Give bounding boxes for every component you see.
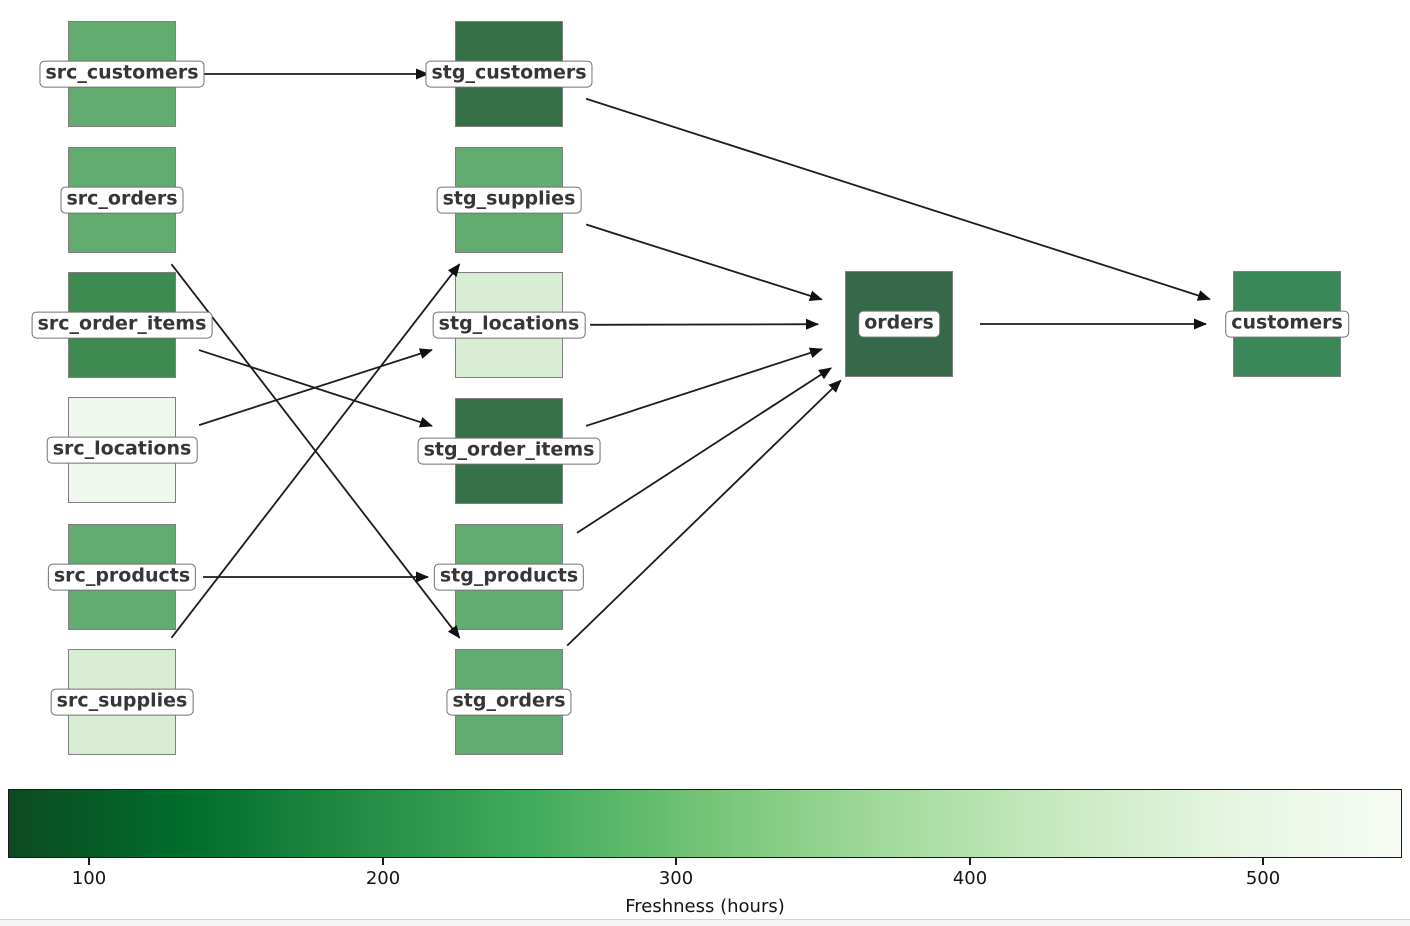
node-label-stg_customers: stg_customers	[425, 60, 593, 88]
node-label-stg_locations: stg_locations	[432, 311, 586, 339]
edge-src_locations-to-stg_locations	[198, 348, 433, 426]
bottom-strip	[0, 919, 1410, 926]
node-label-stg_supplies: stg_supplies	[436, 186, 582, 214]
edge-stg_orders-to-orders	[566, 379, 842, 647]
node-label-src_customers: src_customers	[39, 60, 205, 88]
edge-stg_customers-to-customers	[585, 97, 1211, 301]
edge-stg_locations-to-orders	[589, 318, 820, 330]
colorbar-tick-label-400: 400	[952, 868, 988, 889]
colorbar-tick-label-500: 500	[1245, 868, 1281, 889]
node-label-src_orders: src_orders	[60, 186, 184, 214]
colorbar-gradient	[8, 789, 1402, 858]
node-label-stg_order_items: stg_order_items	[417, 437, 601, 465]
node-label-orders: orders	[858, 310, 940, 338]
node-label-customers: customers	[1225, 310, 1349, 338]
colorbar-tick-label-100: 100	[71, 868, 107, 889]
edge-layer	[170, 68, 1211, 647]
colorbar-tick-400	[969, 858, 971, 865]
node-label-src_products: src_products	[47, 563, 197, 591]
colorbar-tick-100	[88, 858, 90, 865]
node-label-stg_orders: stg_orders	[446, 688, 572, 716]
node-label-stg_products: stg_products	[433, 563, 585, 591]
edge-stg_products-to-orders	[576, 367, 832, 534]
colorbar-tick-200	[382, 858, 384, 865]
edge-stg_supplies-to-orders	[585, 223, 823, 302]
colorbar-tick-label-200: 200	[365, 868, 401, 889]
colorbar-axis-label: Freshness (hours)	[625, 896, 785, 917]
node-label-src_locations: src_locations	[46, 436, 198, 464]
edge-src_supplies-to-stg_supplies	[170, 263, 461, 639]
node-label-src_supplies: src_supplies	[50, 688, 194, 716]
node-label-src_order_items: src_order_items	[31, 311, 213, 339]
colorbar-tick-300	[675, 858, 677, 865]
edge-stg_order_items-to-orders	[585, 347, 823, 427]
colorbar-tick-500	[1262, 858, 1264, 865]
colorbar-tick-label-300: 300	[658, 868, 694, 889]
